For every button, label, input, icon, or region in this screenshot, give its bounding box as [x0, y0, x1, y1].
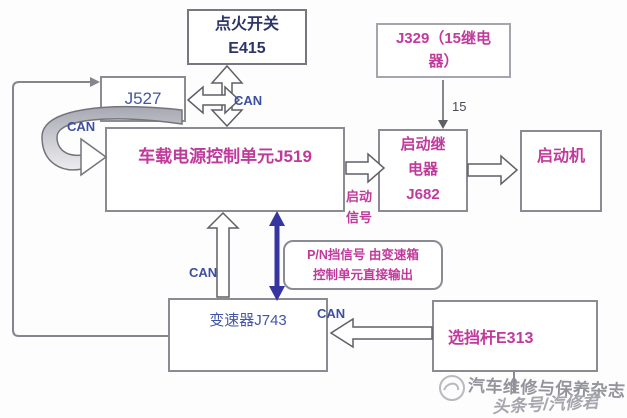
watermark-account: 头条号/汽修君: [491, 392, 600, 417]
magazine-logo-icon: [439, 375, 465, 401]
can-arrow-e313-j743: [329, 317, 433, 349]
selector-lever-e313-box: 选挡杆E313: [432, 300, 598, 372]
relay-to-starter-arrow: [467, 154, 519, 186]
start-signal-label: 启动 信号: [346, 189, 373, 225]
starter-motor-box: 启动机: [520, 130, 602, 212]
can-label-top: CAN: [234, 93, 263, 108]
gateway-j527-box: J527: [100, 76, 186, 122]
power-control-j519-box: 车载电源控制单元J519: [105, 127, 345, 212]
can-label-ribbon: CAN: [67, 119, 96, 134]
transmission-j743-box: 变速器J743: [168, 298, 328, 372]
terminal-15-label: 15: [452, 99, 467, 114]
pn-signal-note-box: P/N挡信号 由变速箱 控制单元直接输出: [283, 240, 443, 290]
can-label-middle: CAN: [189, 265, 218, 280]
double-arrow-j527-can: [186, 85, 241, 115]
terminal-15-wire: [438, 80, 448, 129]
relay-j329-box: J329（15继电 器）: [376, 23, 511, 78]
ignition-switch-box: 点火开关 E415: [187, 9, 307, 65]
starter-relay-j682-box: 启动继 电器 J682: [378, 129, 468, 212]
can-label-bottom: CAN: [317, 306, 346, 321]
can-arrow-j743-j519: [206, 211, 240, 298]
